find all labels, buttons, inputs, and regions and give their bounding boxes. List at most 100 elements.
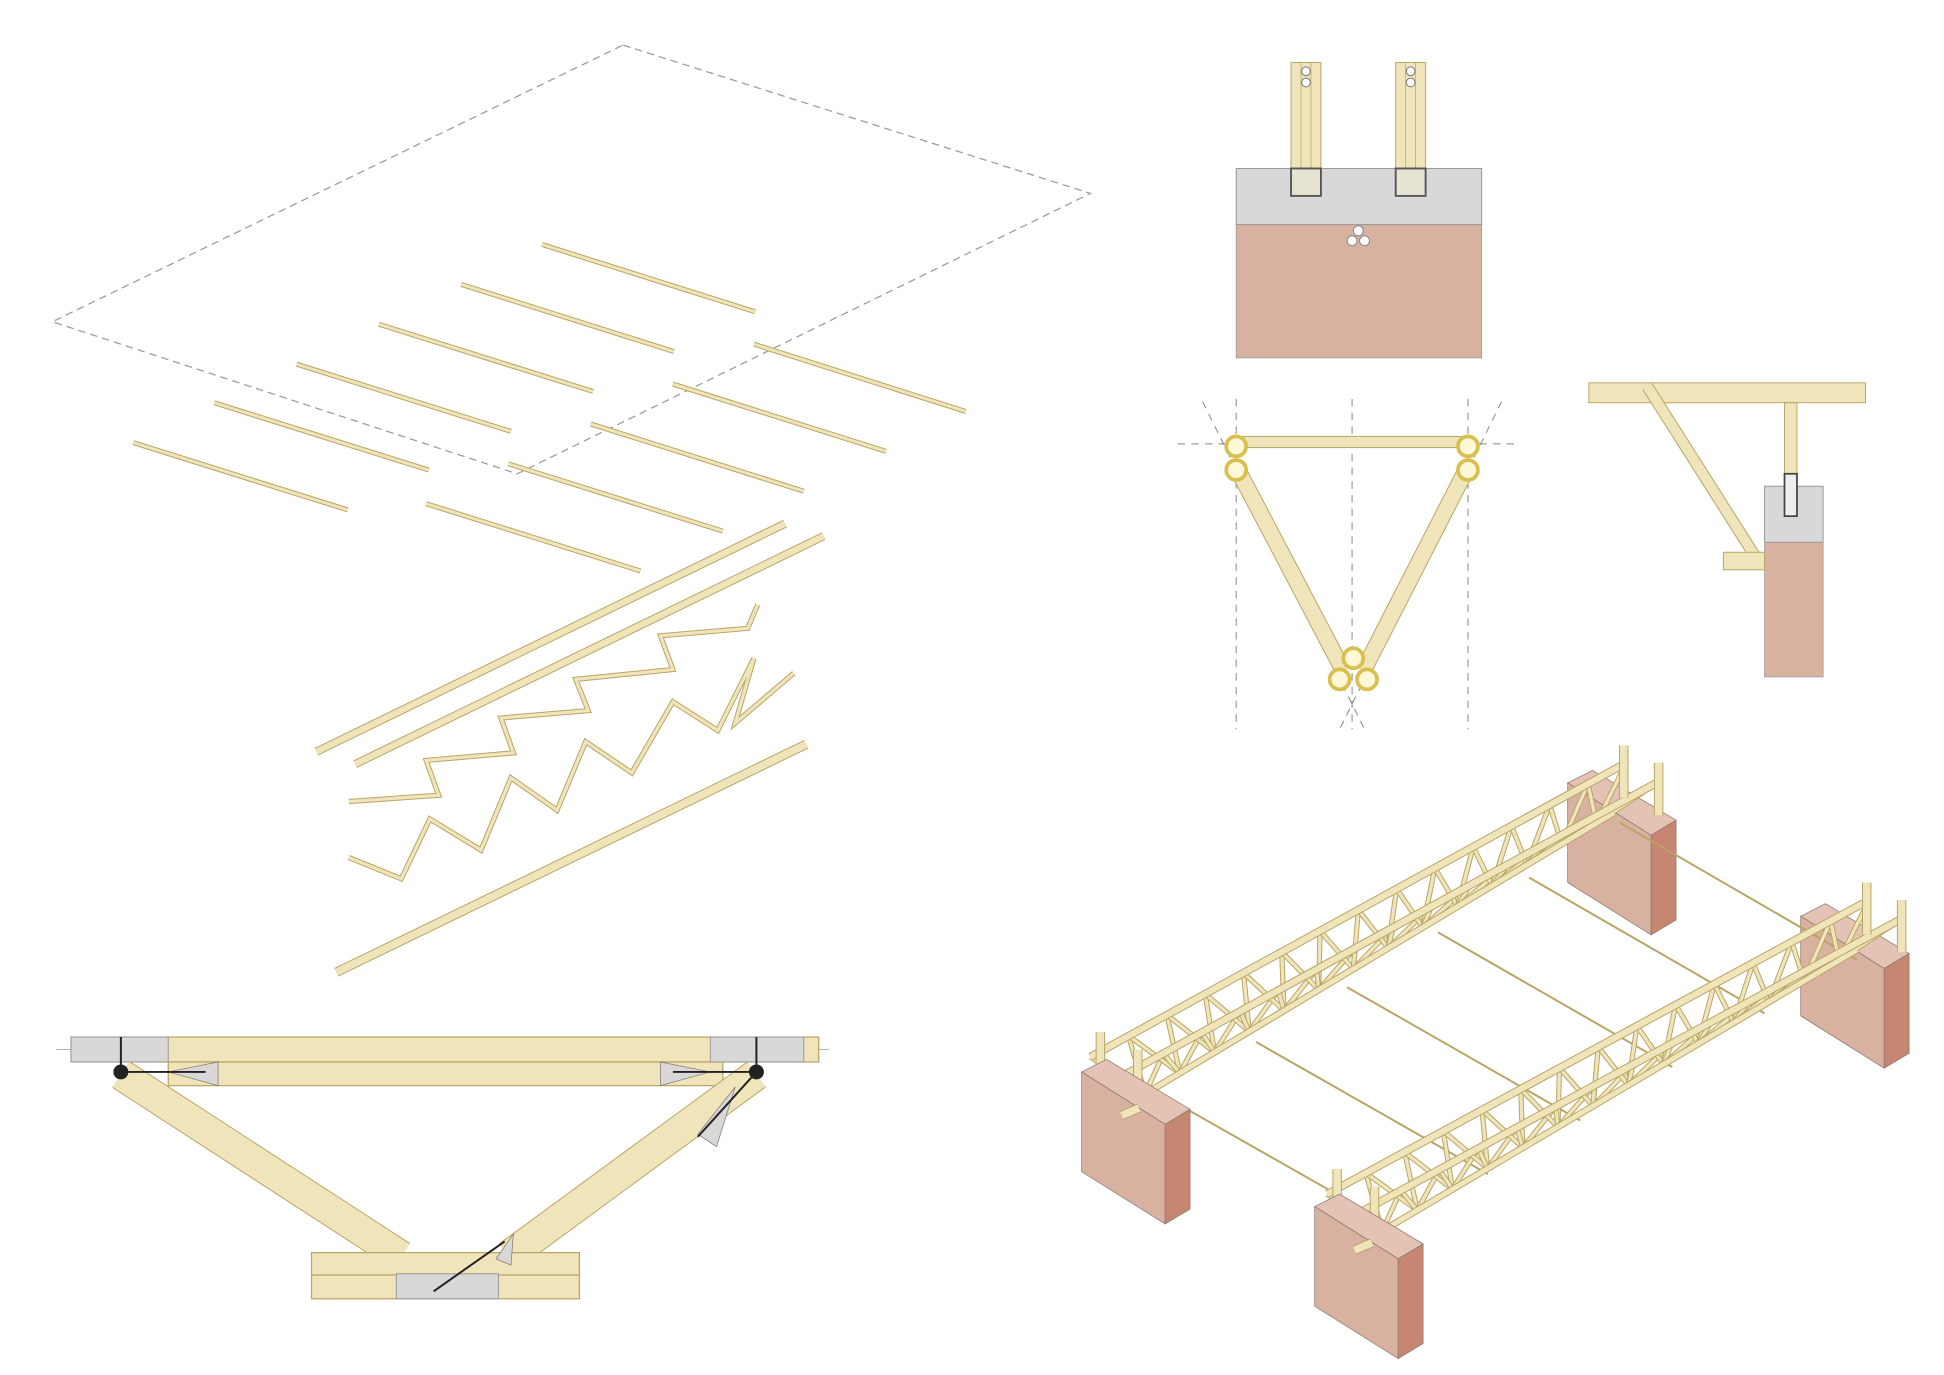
truss-right-web-core	[1480, 1109, 1490, 1169]
truss-right-web-core	[1558, 1066, 1595, 1108]
deck-outline-dashed	[50, 44, 1093, 475]
brick-pier-back-right-side	[1883, 952, 1910, 1069]
truss-right-web-core	[1442, 1129, 1489, 1170]
truss-left-web-core	[1318, 929, 1355, 971]
truss-left-web-core	[1242, 971, 1286, 1012]
truss-right-bottom-chord-core	[1363, 947, 1859, 1244]
zigzag-web-core	[348, 657, 795, 881]
top-chord-pole-core	[353, 533, 826, 767]
truss-right-web-core	[1399, 1189, 1419, 1212]
truss-right-top-chord-core	[1325, 897, 1871, 1197]
ledger-beam	[1722, 551, 1766, 571]
post	[1783, 402, 1798, 481]
brick-pier	[1764, 541, 1824, 678]
web-member-right-core	[1356, 470, 1471, 675]
chord-section-icon	[1355, 667, 1379, 692]
top-chord	[70, 1036, 820, 1063]
steel-tie-rod	[433, 1240, 506, 1293]
truss-left-web-core	[1165, 1013, 1216, 1054]
truss-left-web-core	[1203, 993, 1217, 1053]
truss-right-web-core	[1519, 1087, 1560, 1128]
bottom-chord-pole-core	[334, 740, 808, 976]
cross-rod	[1619, 821, 1858, 961]
isometric-bridge-assembly	[1080, 745, 1910, 1360]
concrete-infill-left	[70, 1036, 169, 1063]
steel-pin-left	[113, 1064, 129, 1080]
cross-rod-core	[541, 243, 756, 314]
support-side-section	[1588, 382, 1866, 678]
post-socket	[1783, 472, 1798, 518]
rod-section-icon	[1301, 66, 1311, 77]
truss-left-web-core	[1204, 992, 1251, 1033]
truss-left-top-chord-core	[1088, 760, 1628, 1060]
truss-left-web-core	[1280, 950, 1320, 991]
concrete-infill-bottom	[395, 1273, 499, 1300]
conduit-icon	[1346, 235, 1358, 247]
cross-rod-core	[672, 382, 887, 453]
second-chord	[167, 1061, 724, 1087]
anchor-peg-core	[1120, 1104, 1141, 1119]
truss-right-web-core	[1596, 1046, 1630, 1087]
deck-beam	[1588, 382, 1866, 404]
chord-section-icon	[1224, 458, 1249, 482]
rod-section-icon	[1405, 66, 1416, 77]
foundation-section	[1235, 62, 1483, 359]
concrete-wedge-bottom	[495, 1232, 514, 1266]
chord-section-icon	[1341, 646, 1366, 671]
conduit-icon	[1359, 235, 1371, 247]
truss-left-web-core	[1433, 867, 1459, 908]
truss-left-bottom-chord-core	[1126, 810, 1616, 1107]
bottom-chord-upper	[310, 1252, 581, 1276]
brick-foundation	[1235, 224, 1483, 359]
cross-member	[1235, 435, 1469, 449]
rod-section-icon	[1405, 77, 1416, 88]
cross-rod	[1346, 986, 1581, 1122]
post-socket	[1290, 167, 1322, 197]
truss-left-web-core	[1395, 888, 1425, 929]
truss-left-web-core	[1241, 972, 1251, 1032]
brick-pier-front-left-side	[1164, 1108, 1191, 1225]
cross-rod-core	[753, 342, 967, 413]
chord-section-icon	[1327, 667, 1352, 692]
strut-core	[1643, 383, 1767, 570]
cross-rod	[1528, 876, 1766, 1015]
truss-cross-section	[1177, 399, 1515, 730]
truss-right-web-core	[1480, 1108, 1524, 1149]
truss-left-web-core	[1162, 1052, 1182, 1075]
chord-section-icon	[1224, 434, 1249, 459]
truss-left-web-core	[1357, 908, 1390, 950]
cross-rod-core	[378, 322, 594, 393]
truss-left-web-core	[1455, 846, 1475, 907]
truss-right-web-core	[1635, 1025, 1665, 1066]
top-chord-pole-core	[315, 520, 787, 755]
brick-pier-back-left-side	[1650, 819, 1677, 936]
diagonal-right-core	[499, 1062, 766, 1269]
joint-elevation	[56, 1036, 829, 1300]
diagonal-left-core	[112, 1061, 410, 1269]
rod-section-icon	[1301, 77, 1311, 88]
concrete-wedge-left	[168, 1061, 219, 1087]
conduit-icon	[1352, 225, 1364, 237]
anchor-peg-core	[1353, 1239, 1374, 1254]
post-socket	[1394, 167, 1427, 197]
cross-rod-core	[460, 282, 675, 354]
cross-rod-core	[213, 401, 430, 472]
truss-right-top-chord-core	[1360, 914, 1906, 1215]
truss-left-top-chord-core	[1123, 777, 1663, 1078]
steel-pin-right	[748, 1064, 764, 1080]
truss-right-web-core	[1403, 1150, 1454, 1191]
concrete-cap	[1235, 167, 1483, 226]
brick-pier-front-right-side	[1397, 1243, 1424, 1360]
cross-rod	[1255, 1041, 1489, 1175]
exploded-components	[50, 44, 1093, 977]
chord-section-icon	[1456, 434, 1480, 459]
truss-right-web-core	[1674, 1004, 1700, 1045]
cross-rod-core	[296, 362, 512, 433]
cross-rod-core	[425, 502, 641, 573]
web-member-left-core	[1233, 470, 1350, 675]
zigzag-web-core	[348, 604, 760, 804]
cross-rod-core	[132, 441, 349, 512]
steel-tie-rod	[697, 1071, 758, 1138]
chord-section-icon	[1456, 458, 1480, 482]
